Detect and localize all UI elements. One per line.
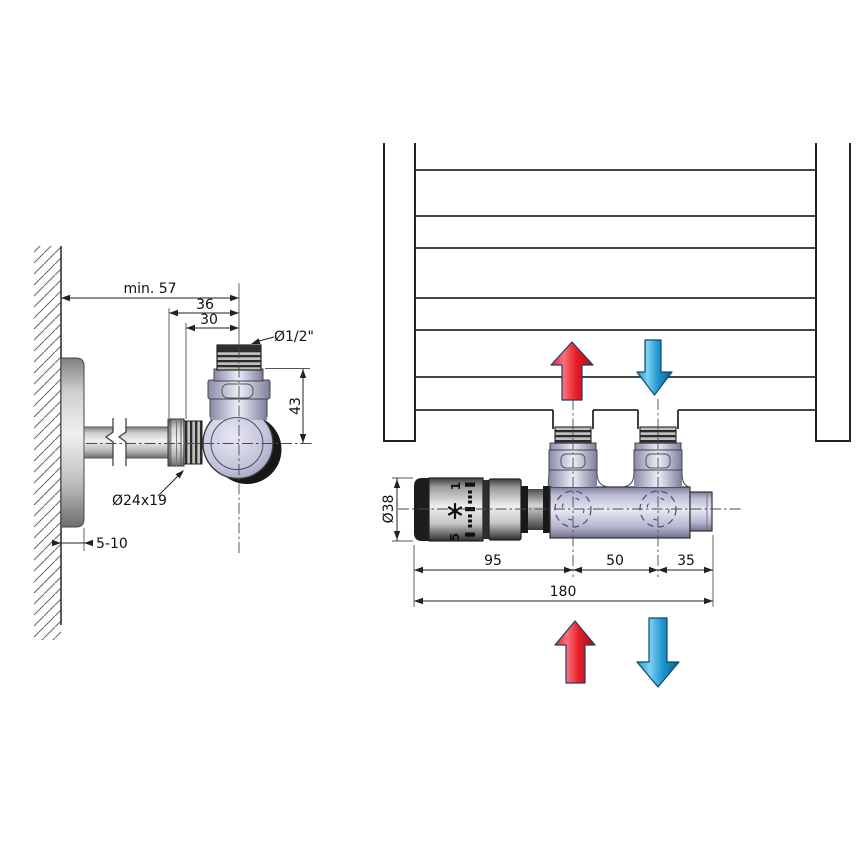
return-down-arrow-icon [636, 339, 673, 396]
head-scale-ticks [465, 482, 475, 537]
dim-43-label: 43 [288, 397, 304, 415]
valve-neck [213, 368, 264, 382]
thread-label-leader [258, 336, 275, 342]
valve-neck-transition [210, 398, 267, 420]
valve-riser-right [621, 426, 691, 488]
adapter-ring-left [521, 486, 528, 533]
left-dimensions: min. 57 36 30 Ø1/2" 43 Ø24x19 [52, 281, 314, 552]
right-centerlines [398, 399, 742, 577]
return-down-arrow-icon-lower [636, 617, 680, 688]
wall [34, 246, 62, 640]
head-collar-ring [488, 478, 522, 541]
nut-size-label: Ø24x19 [112, 493, 167, 509]
head-groove [483, 480, 489, 539]
adapter-middle [528, 489, 543, 530]
valve-riser-left [547, 426, 610, 488]
pipe-break-icon [104, 418, 127, 466]
compression-thread [183, 420, 203, 465]
valve-end-stub [689, 491, 713, 532]
angle-valve-body [202, 344, 282, 484]
left-centerlines [86, 347, 312, 556]
collar-detail [221, 383, 254, 399]
compression-nut [167, 418, 185, 467]
adapter-ring-right [543, 486, 550, 533]
dim-gap-label: 5-10 [96, 536, 128, 552]
dim-diameter-label: Ø38 [381, 495, 397, 524]
dim-30-label: 30 [200, 312, 218, 328]
thermostatic-head: 1 5 [414, 477, 550, 542]
head-scale-max-label: 1 [449, 482, 463, 490]
thread-size-label: Ø1/2" [274, 329, 314, 345]
dim-36-label: 36 [196, 297, 214, 313]
escutcheon-plate [60, 357, 85, 528]
radiator-bottom-edge [415, 409, 816, 429]
radiator-right-rail [815, 143, 851, 442]
towel-radiator [383, 143, 851, 442]
dim-95-label: 95 [484, 553, 502, 569]
head-scale-min-label: 5 [448, 533, 462, 541]
right-dimensions: Ø38 95 50 35 180 [381, 477, 714, 607]
supply-up-arrow-icon-lower [554, 620, 596, 684]
radiator-left-rail [383, 143, 416, 442]
left-view-corner-valve: min. 57 36 30 Ø1/2" 43 Ø24x19 [34, 246, 314, 640]
nut-label-leader [157, 473, 181, 497]
dim-50-label: 50 [606, 553, 624, 569]
supply-up-arrow-icon [550, 341, 594, 401]
radiator-rungs [415, 169, 816, 378]
dim-180-label: 180 [550, 584, 577, 600]
dim-min57-label: min. 57 [123, 281, 176, 297]
right-view-twin-valve: 1 5 [381, 143, 851, 688]
valve-internal-detail-right [646, 497, 670, 521]
wall-hatching [34, 246, 61, 640]
head-end-cap [414, 478, 429, 541]
dim-35-label: 35 [677, 553, 695, 569]
flow-arrows [550, 339, 680, 688]
